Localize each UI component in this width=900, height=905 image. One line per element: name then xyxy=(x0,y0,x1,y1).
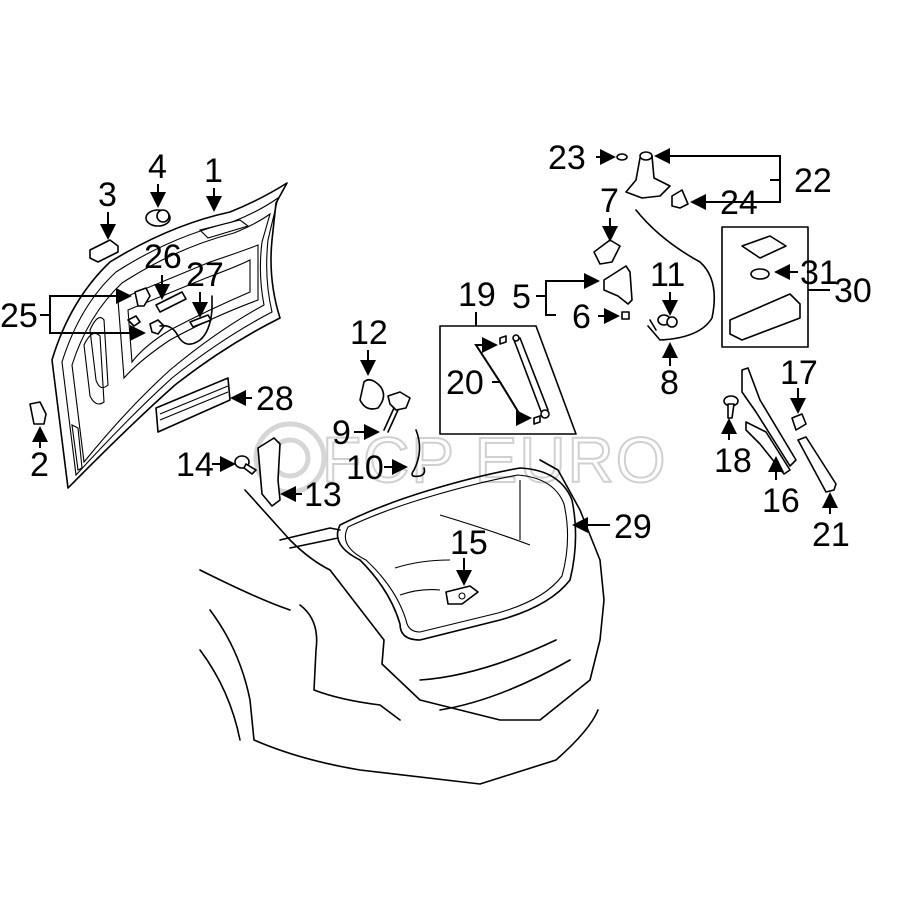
callout-14: 14 xyxy=(176,446,214,484)
grommet-part[interactable] xyxy=(145,209,171,227)
callout-5: 5 xyxy=(512,278,531,316)
callout-3: 3 xyxy=(98,176,117,214)
watermark-text: FCP EURO xyxy=(322,424,668,496)
watermark: FCP EURO xyxy=(253,421,668,497)
lamp-assembly-box[interactable] xyxy=(721,226,809,348)
callout-22: 22 xyxy=(794,162,832,200)
callout-labels: 1 2 3 4 5 6 7 8 9 10 11 12 13 14 15 16 1… xyxy=(0,139,872,562)
callout-27: 27 xyxy=(186,256,224,294)
hinge-cover-part[interactable] xyxy=(797,436,837,493)
callout-8: 8 xyxy=(660,364,679,402)
release-cable-part[interactable] xyxy=(635,209,716,341)
pin-part[interactable] xyxy=(189,314,212,328)
trunk-lid[interactable] xyxy=(51,182,288,489)
callout-30: 30 xyxy=(834,272,872,310)
strut-kit-box[interactable] xyxy=(439,325,577,435)
bumper-assembly-part[interactable] xyxy=(625,151,671,199)
bumper-part[interactable] xyxy=(671,189,689,209)
retainer-part[interactable] xyxy=(234,455,257,475)
callout-9: 9 xyxy=(332,414,351,452)
switch-part[interactable] xyxy=(383,391,411,433)
callout-17: 17 xyxy=(780,354,818,392)
callout-6: 6 xyxy=(572,298,591,336)
leader-lines xyxy=(32,148,838,586)
callout-7: 7 xyxy=(600,182,619,220)
callout-10: 10 xyxy=(346,449,384,487)
bolt-part[interactable] xyxy=(723,395,739,419)
cap-part[interactable] xyxy=(791,413,807,431)
latch-striker-part[interactable] xyxy=(445,585,479,605)
bumper-stop-part[interactable] xyxy=(29,401,47,425)
trim-strip-part[interactable] xyxy=(155,291,187,313)
callout-16: 16 xyxy=(762,482,800,520)
hinge-bracket-part[interactable] xyxy=(603,265,633,305)
callout-13: 13 xyxy=(304,476,342,514)
clip-part[interactable] xyxy=(657,314,678,328)
nut-part[interactable] xyxy=(621,311,630,320)
callout-29: 29 xyxy=(614,508,652,546)
callout-11: 11 xyxy=(650,256,685,294)
callout-4: 4 xyxy=(148,148,167,186)
callout-28: 28 xyxy=(256,380,294,418)
callout-21: 21 xyxy=(812,516,850,554)
callout-12: 12 xyxy=(350,314,388,352)
cushion-part[interactable] xyxy=(89,239,119,263)
callout-15: 15 xyxy=(450,524,488,562)
callout-1: 1 xyxy=(204,152,223,190)
car-body xyxy=(199,459,605,785)
callout-25: 25 xyxy=(0,297,38,335)
callout-2: 2 xyxy=(30,446,49,484)
callout-31: 31 xyxy=(800,254,838,292)
release-handle-part[interactable] xyxy=(593,239,621,265)
callout-20: 20 xyxy=(446,364,484,402)
cover-part[interactable] xyxy=(359,378,385,410)
callout-18: 18 xyxy=(714,442,752,480)
lock-assembly-part[interactable] xyxy=(127,287,213,345)
wire-part[interactable] xyxy=(411,429,426,478)
callout-19: 19 xyxy=(458,276,496,314)
callout-24: 24 xyxy=(720,184,758,222)
callout-26: 26 xyxy=(144,238,182,276)
o-ring-part[interactable] xyxy=(616,153,628,161)
moulding-part[interactable] xyxy=(155,377,231,433)
callout-23: 23 xyxy=(548,139,586,177)
side-trim-part[interactable] xyxy=(257,437,281,507)
